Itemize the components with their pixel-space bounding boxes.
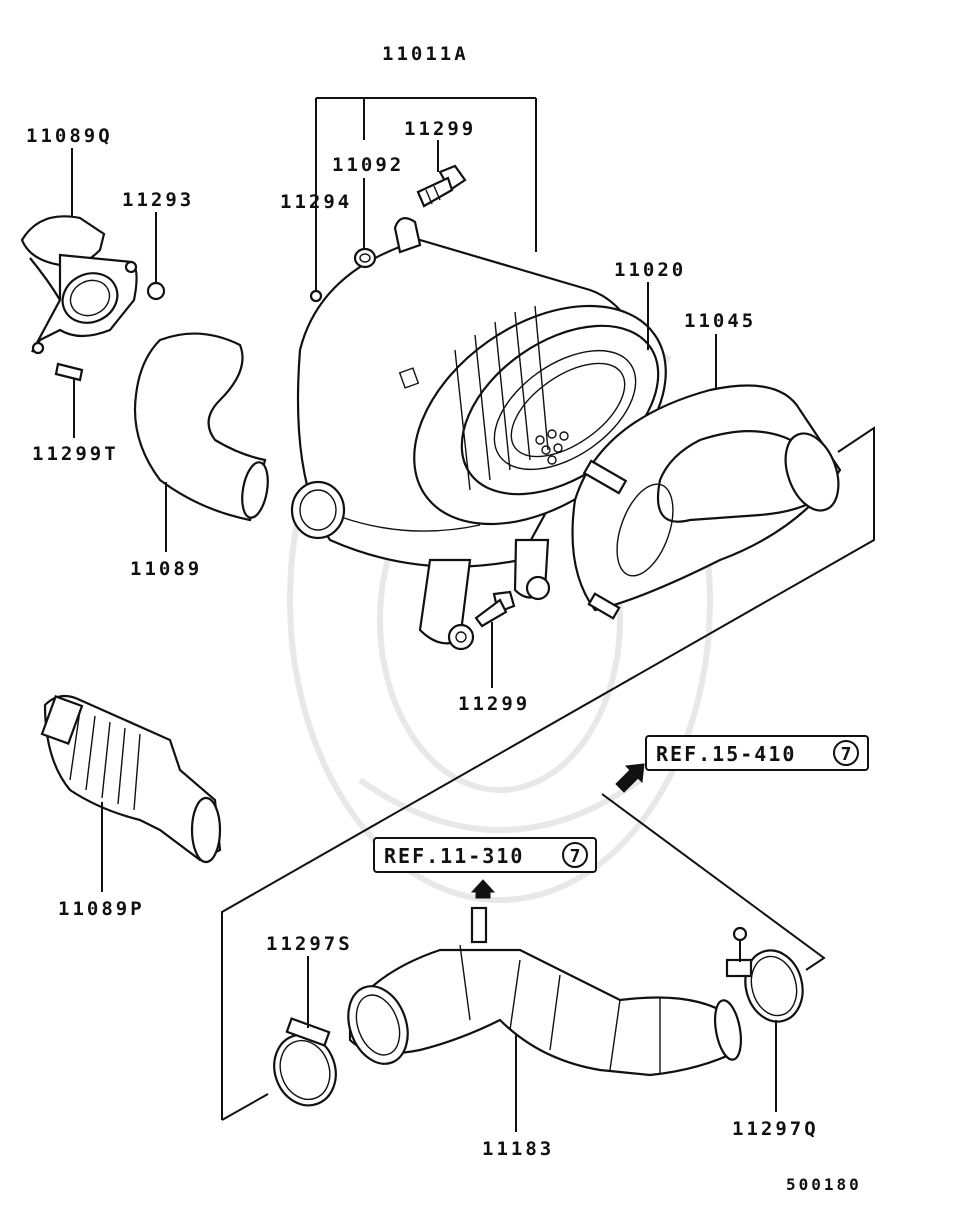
filter-holes [535, 429, 569, 465]
bolt-11299-top [416, 164, 467, 208]
grommet-11294 [309, 289, 323, 303]
label-11089[interactable]: 11089 [130, 558, 202, 580]
label-11294[interactable]: 11294 [280, 191, 352, 213]
nut-11293 [146, 281, 166, 301]
arrow-to-ref-15-410 [615, 763, 645, 793]
ref-11-310-text: REF.11-310 [384, 844, 524, 868]
label-11297S[interactable]: 11297S [266, 933, 353, 955]
label-11183[interactable]: 11183 [482, 1138, 554, 1160]
nut-11092 [353, 247, 377, 269]
ref-11-310-num: 7 [570, 846, 581, 867]
ref-box-15-410[interactable]: REF.15-410 7 [645, 735, 869, 771]
bolt-11299-mid [474, 590, 516, 628]
group-frame [221, 426, 875, 1121]
label-11045[interactable]: 11045 [684, 310, 756, 332]
bolt-11299T [54, 362, 84, 382]
air-cleaner-cover [571, 384, 842, 620]
duct-11089P [40, 694, 222, 864]
diagram-id: 500180 [786, 1175, 862, 1194]
label-11011A[interactable]: 11011A [382, 43, 469, 65]
intake-hose-11183 [347, 906, 743, 1077]
label-11299T[interactable]: 11299T [32, 443, 119, 465]
leader-lines [71, 140, 777, 1132]
label-11299-top[interactable]: 11299 [404, 118, 476, 140]
label-11020[interactable]: 11020 [614, 259, 686, 281]
ref-15-410-text: REF.15-410 [656, 742, 796, 766]
label-11297Q[interactable]: 11297Q [732, 1118, 819, 1140]
label-11089P[interactable]: 11089P [58, 898, 145, 920]
duct-11089Q [20, 215, 138, 355]
label-11293[interactable]: 11293 [122, 189, 194, 211]
label-11092[interactable]: 11092 [332, 154, 404, 176]
clamp-11297S [273, 1017, 337, 1107]
clamp-11297Q [725, 926, 804, 1023]
label-11089Q[interactable]: 11089Q [26, 125, 113, 147]
hose-11089 [133, 332, 269, 522]
ref-box-11-310[interactable]: REF.11-310 7 [373, 837, 597, 873]
arrow-to-ref-11-310 [470, 879, 496, 899]
part-labels: 11011A 11299 11092 11294 11089Q 11293 11… [26, 43, 862, 1194]
label-11299-mid[interactable]: 11299 [458, 693, 530, 715]
ref-15-410-num: 7 [841, 744, 852, 765]
